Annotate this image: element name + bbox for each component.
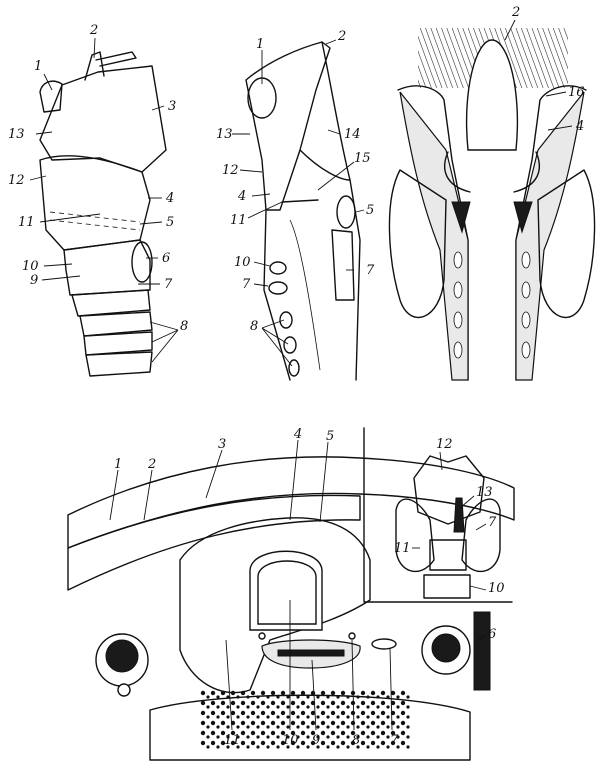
thyroid-inset-figure <box>395 455 501 599</box>
label-inset-10: 10 <box>488 581 505 596</box>
neck-cross-section-figure <box>67 427 515 761</box>
label-section-10: 10 <box>282 733 299 748</box>
label-section-9: 9 <box>312 733 321 748</box>
label-sagittal-4: 4 <box>238 189 247 204</box>
label-sagittal-14: 14 <box>344 127 361 142</box>
label-lateral-5: 5 <box>166 215 175 230</box>
label-section-7: 7 <box>390 733 399 748</box>
label-lateral-3: 3 <box>168 99 177 114</box>
label-coronal-2: 2 <box>512 5 521 20</box>
label-coronal-4: 4 <box>576 119 585 134</box>
larynx-lateral-figure <box>39 51 167 377</box>
label-lateral-6: 6 <box>162 251 171 266</box>
label-sagittal-2: 2 <box>338 29 347 44</box>
label-inset-12: 12 <box>436 437 453 452</box>
larynx-coronal-figure <box>388 28 596 381</box>
leader-lines <box>29 19 573 731</box>
label-lateral-8: 8 <box>180 319 189 334</box>
label-lateral-7: 7 <box>164 277 173 292</box>
label-lateral-13: 13 <box>8 127 25 142</box>
label-section-6: 6 <box>488 627 497 642</box>
label-coronal-16: 16 <box>568 85 585 100</box>
label-inset-11: 11 <box>394 541 411 556</box>
label-section-5: 5 <box>326 429 335 444</box>
label-sagittal-5: 5 <box>366 203 375 218</box>
label-sagittal-7a: 7 <box>366 263 375 278</box>
label-section-3: 3 <box>218 437 227 452</box>
label-lateral-9: 9 <box>30 273 39 288</box>
label-section-11: 11 <box>224 733 241 748</box>
label-sagittal-13: 13 <box>216 127 233 142</box>
label-lateral-10: 10 <box>22 259 39 274</box>
label-sagittal-12: 12 <box>222 163 239 178</box>
label-sagittal-10: 10 <box>234 255 251 270</box>
label-inset-7: 7 <box>488 515 497 530</box>
label-inset-13: 13 <box>476 485 493 500</box>
label-lateral-2: 2 <box>90 23 99 38</box>
label-sagittal-15: 15 <box>354 151 371 166</box>
larynx-sagittal-figure <box>245 41 361 381</box>
label-sagittal-1: 1 <box>256 37 265 52</box>
label-sagittal-8: 8 <box>250 319 259 334</box>
label-section-1: 1 <box>114 457 123 472</box>
label-section-8: 8 <box>352 733 361 748</box>
label-lateral-12: 12 <box>8 173 25 188</box>
label-sagittal-11: 11 <box>230 213 247 228</box>
label-sagittal-7b: 7 <box>242 277 251 292</box>
label-lateral-4: 4 <box>166 191 175 206</box>
label-lateral-11: 11 <box>18 215 35 230</box>
label-section-4: 4 <box>294 427 303 442</box>
label-lateral-1: 1 <box>34 59 43 74</box>
label-section-2: 2 <box>148 457 157 472</box>
